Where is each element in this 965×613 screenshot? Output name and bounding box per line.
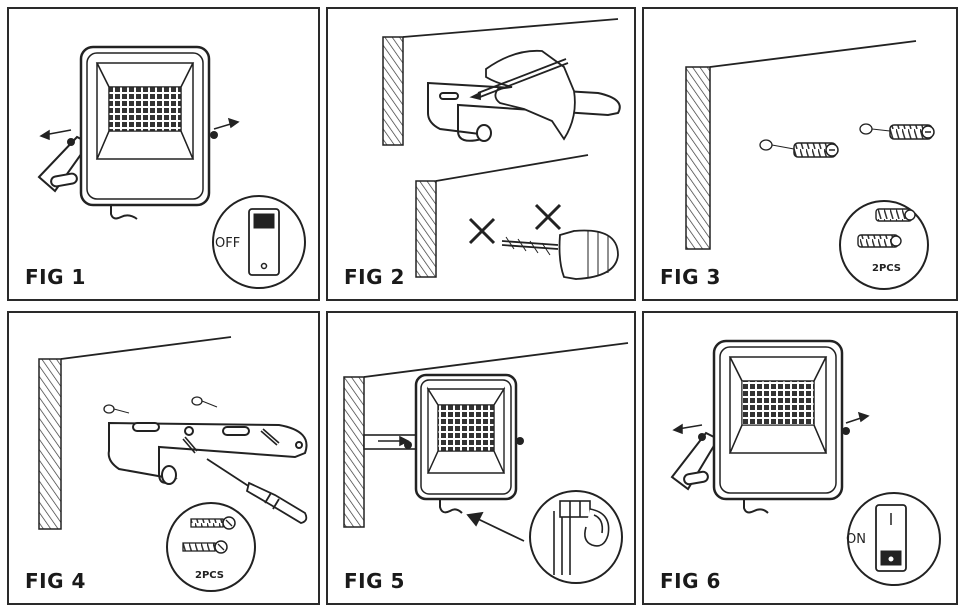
knob-icon — [698, 433, 706, 441]
knob-icon — [516, 437, 524, 445]
screwdriver-icon — [206, 458, 308, 524]
floodlight — [712, 339, 844, 501]
wall-plug-icon — [857, 234, 902, 248]
hand-with-pencil-icon — [469, 49, 576, 141]
wall-plug-icon — [875, 208, 916, 222]
quantity-note: 2PCS — [195, 570, 225, 581]
power-cable — [743, 499, 769, 514]
fig-5-label: FIG 5 — [344, 569, 405, 593]
fig-1-panel: OFF FIG 1 — [7, 7, 320, 301]
fig-4-panel: 2PCS FIG 4 — [7, 311, 320, 605]
fig-6-illustration — [670, 339, 941, 586]
knob-icon — [67, 138, 75, 146]
wall-plug-icon — [889, 124, 935, 140]
wall — [343, 376, 365, 528]
arrow-right-icon — [213, 117, 240, 130]
arrow-left-icon — [466, 511, 525, 542]
fig-1-label: FIG 1 — [25, 265, 86, 289]
fig-6-panel: ON FIG 6 — [642, 311, 958, 605]
fig-5-panel: FIG 5 — [326, 311, 636, 605]
drill-icon — [501, 229, 619, 280]
fig-2-illustration — [382, 18, 621, 280]
wall — [685, 66, 711, 250]
power-cable — [439, 499, 463, 514]
wall — [38, 358, 62, 530]
mounting-bracket — [670, 431, 720, 491]
screw-icon — [182, 540, 228, 554]
fig-6-label: FIG 6 — [660, 569, 721, 593]
screw-icon — [260, 428, 280, 446]
arrow-left-icon — [39, 129, 72, 141]
mounting-bracket — [37, 135, 91, 193]
switch-state-label: OFF — [215, 236, 241, 251]
fig-2-label: FIG 2 — [344, 265, 405, 289]
arrow-right-icon — [378, 435, 410, 447]
prohibited-x-icon — [534, 203, 562, 231]
fig-3-label: FIG 3 — [660, 265, 721, 289]
fig-4-label: FIG 4 — [25, 569, 86, 593]
wall — [382, 36, 404, 146]
prohibited-x-icon — [468, 217, 496, 245]
drill-hole — [859, 123, 873, 135]
fig-2-panel: FIG 2 — [326, 7, 636, 301]
fig-3-illustration — [685, 40, 935, 290]
fig-4-illustration — [38, 336, 308, 592]
floodlight — [414, 373, 518, 501]
arrow-left-icon — [672, 423, 703, 435]
screw-icon — [190, 516, 236, 530]
power-cable — [110, 205, 138, 220]
wall-plug-icon — [793, 142, 839, 158]
fig-3-panel: 2PCS FIG 3 — [642, 7, 958, 301]
switch-state-label: ON — [846, 532, 866, 547]
drill-hole — [759, 139, 773, 151]
mounting-bracket — [107, 421, 308, 485]
screw-icon — [182, 436, 198, 454]
knob-icon — [210, 131, 218, 139]
terminal-block-icon — [553, 500, 610, 575]
fig-1-illustration — [37, 45, 306, 289]
arrow-right-icon — [845, 411, 870, 424]
knob-icon — [842, 427, 850, 435]
floodlight — [79, 45, 211, 207]
quantity-note: 2PCS — [872, 263, 902, 274]
fig-5-illustration — [343, 342, 629, 584]
wall — [415, 180, 437, 278]
